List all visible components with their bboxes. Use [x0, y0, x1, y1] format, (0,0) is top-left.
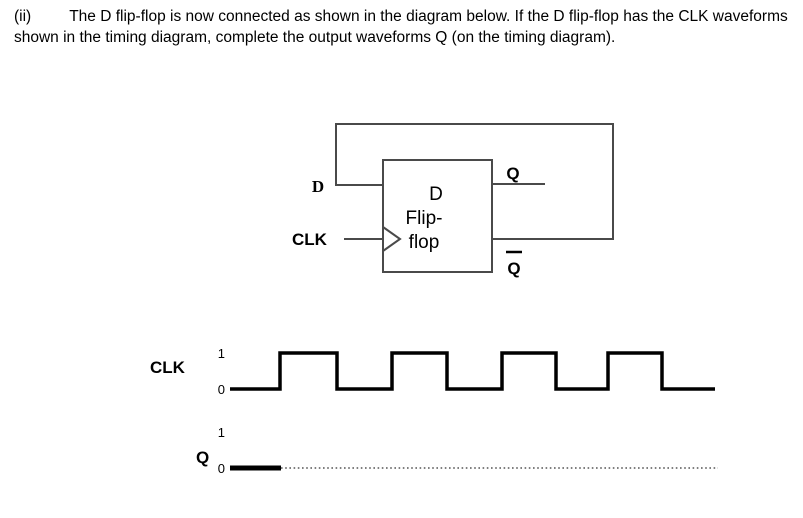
- timing-label-q: Q: [196, 448, 209, 467]
- input-label-d: D: [312, 177, 324, 196]
- clock-triangle-icon: [382, 226, 402, 252]
- flip-flop-label-flip: Flip-: [406, 208, 443, 229]
- clk-waveform: [230, 351, 715, 391]
- timing-level-low-clk: 0: [218, 382, 225, 397]
- timing-label-clk: CLK: [150, 358, 186, 377]
- timing-row-q: Q 1 0: [196, 425, 718, 476]
- flip-flop-label-flop: flop: [409, 232, 440, 253]
- timing-level-high-clk: 1: [218, 346, 225, 361]
- question-text-block: (ii)The D flip-flop is now connected as …: [14, 6, 789, 48]
- flip-flop-label-d: D: [429, 184, 443, 205]
- question-body: The D flip-flop is now connected as show…: [14, 8, 788, 46]
- output-label-qbar: Q: [507, 259, 520, 278]
- circuit-diagram: D Flip- flop D CLK Q Q: [292, 123, 614, 278]
- timing-level-high-q: 1: [218, 425, 225, 440]
- question-number: (ii): [14, 8, 32, 25]
- timing-level-low-q: 0: [218, 461, 225, 476]
- timing-row-clk: CLK 1 0: [150, 346, 715, 397]
- flip-flop-box: [382, 159, 493, 273]
- feedback-wire: [335, 123, 614, 240]
- output-label-q: Q: [506, 164, 519, 183]
- input-label-clk: CLK: [292, 230, 328, 249]
